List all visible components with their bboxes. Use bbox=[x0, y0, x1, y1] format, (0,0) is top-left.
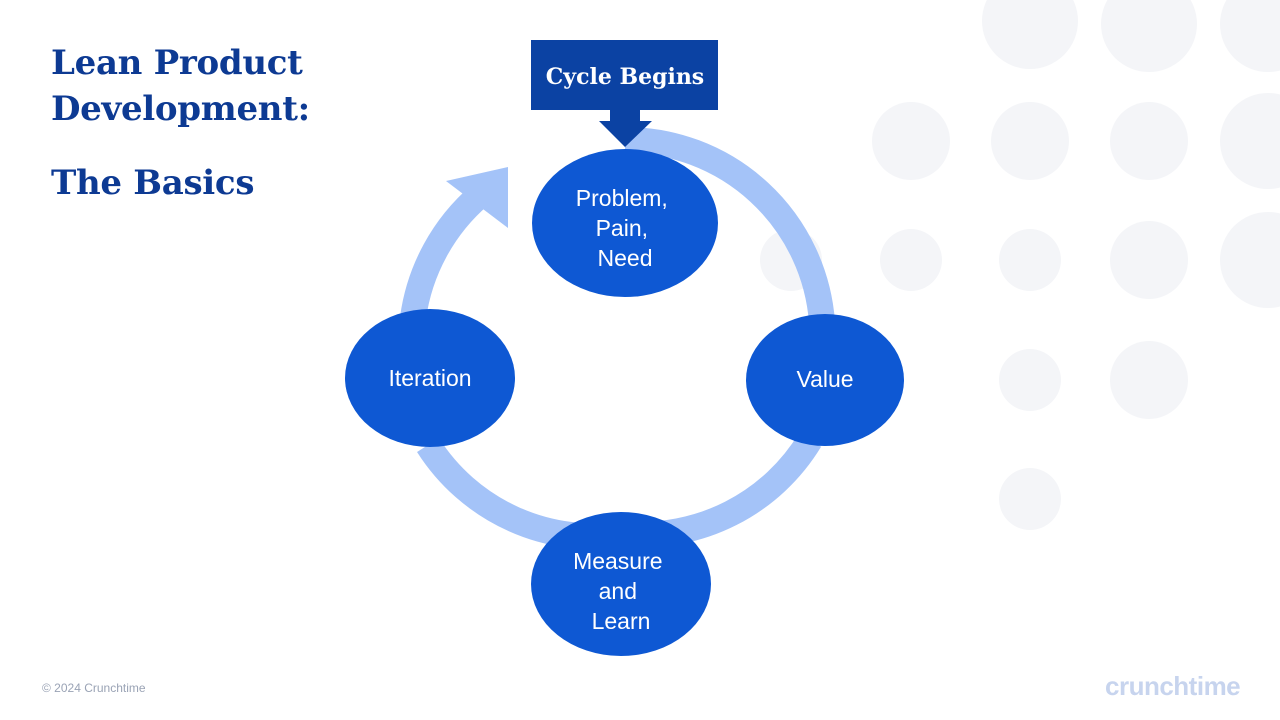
node-measure-line-3: Learn bbox=[592, 608, 651, 634]
cycle-begins-banner: Cycle Begins bbox=[531, 40, 718, 147]
ring-segment-iteration-to-problem bbox=[400, 185, 489, 320]
title-block: Lean Product Development: The Basics bbox=[51, 40, 381, 206]
node-value: Value bbox=[746, 314, 904, 446]
slide-subtitle: The Basics bbox=[51, 163, 255, 203]
node-measure: Measure and Learn bbox=[531, 512, 711, 656]
node-problem-line-1: Problem, bbox=[576, 185, 668, 211]
node-iteration: Iteration bbox=[345, 309, 515, 447]
node-measure-line-1: Measure bbox=[573, 548, 662, 574]
crunchtime-logo: crunchtime bbox=[1105, 671, 1241, 701]
slide-title: Lean Product Development: bbox=[51, 43, 310, 129]
node-problem-line-3: Need bbox=[598, 245, 653, 271]
copyright-notice: © 2024 Crunchtime bbox=[42, 681, 146, 695]
node-problem-line-2: Pain, bbox=[596, 215, 648, 241]
node-measure-label: Measure and Learn bbox=[573, 548, 669, 634]
cycle-begins-label: Cycle Begins bbox=[546, 64, 704, 90]
ring-segment-problem-to-value bbox=[624, 126, 835, 324]
node-measure-line-2: and bbox=[599, 578, 637, 604]
banner-arrow-down-icon bbox=[599, 121, 652, 147]
cycle-arrow-head bbox=[446, 167, 508, 228]
node-value-label: Value bbox=[796, 366, 853, 392]
node-problem: Problem, Pain, Need bbox=[532, 149, 718, 297]
node-iteration-label: Iteration bbox=[388, 365, 471, 391]
node-problem-label: Problem, Pain, Need bbox=[576, 185, 674, 271]
